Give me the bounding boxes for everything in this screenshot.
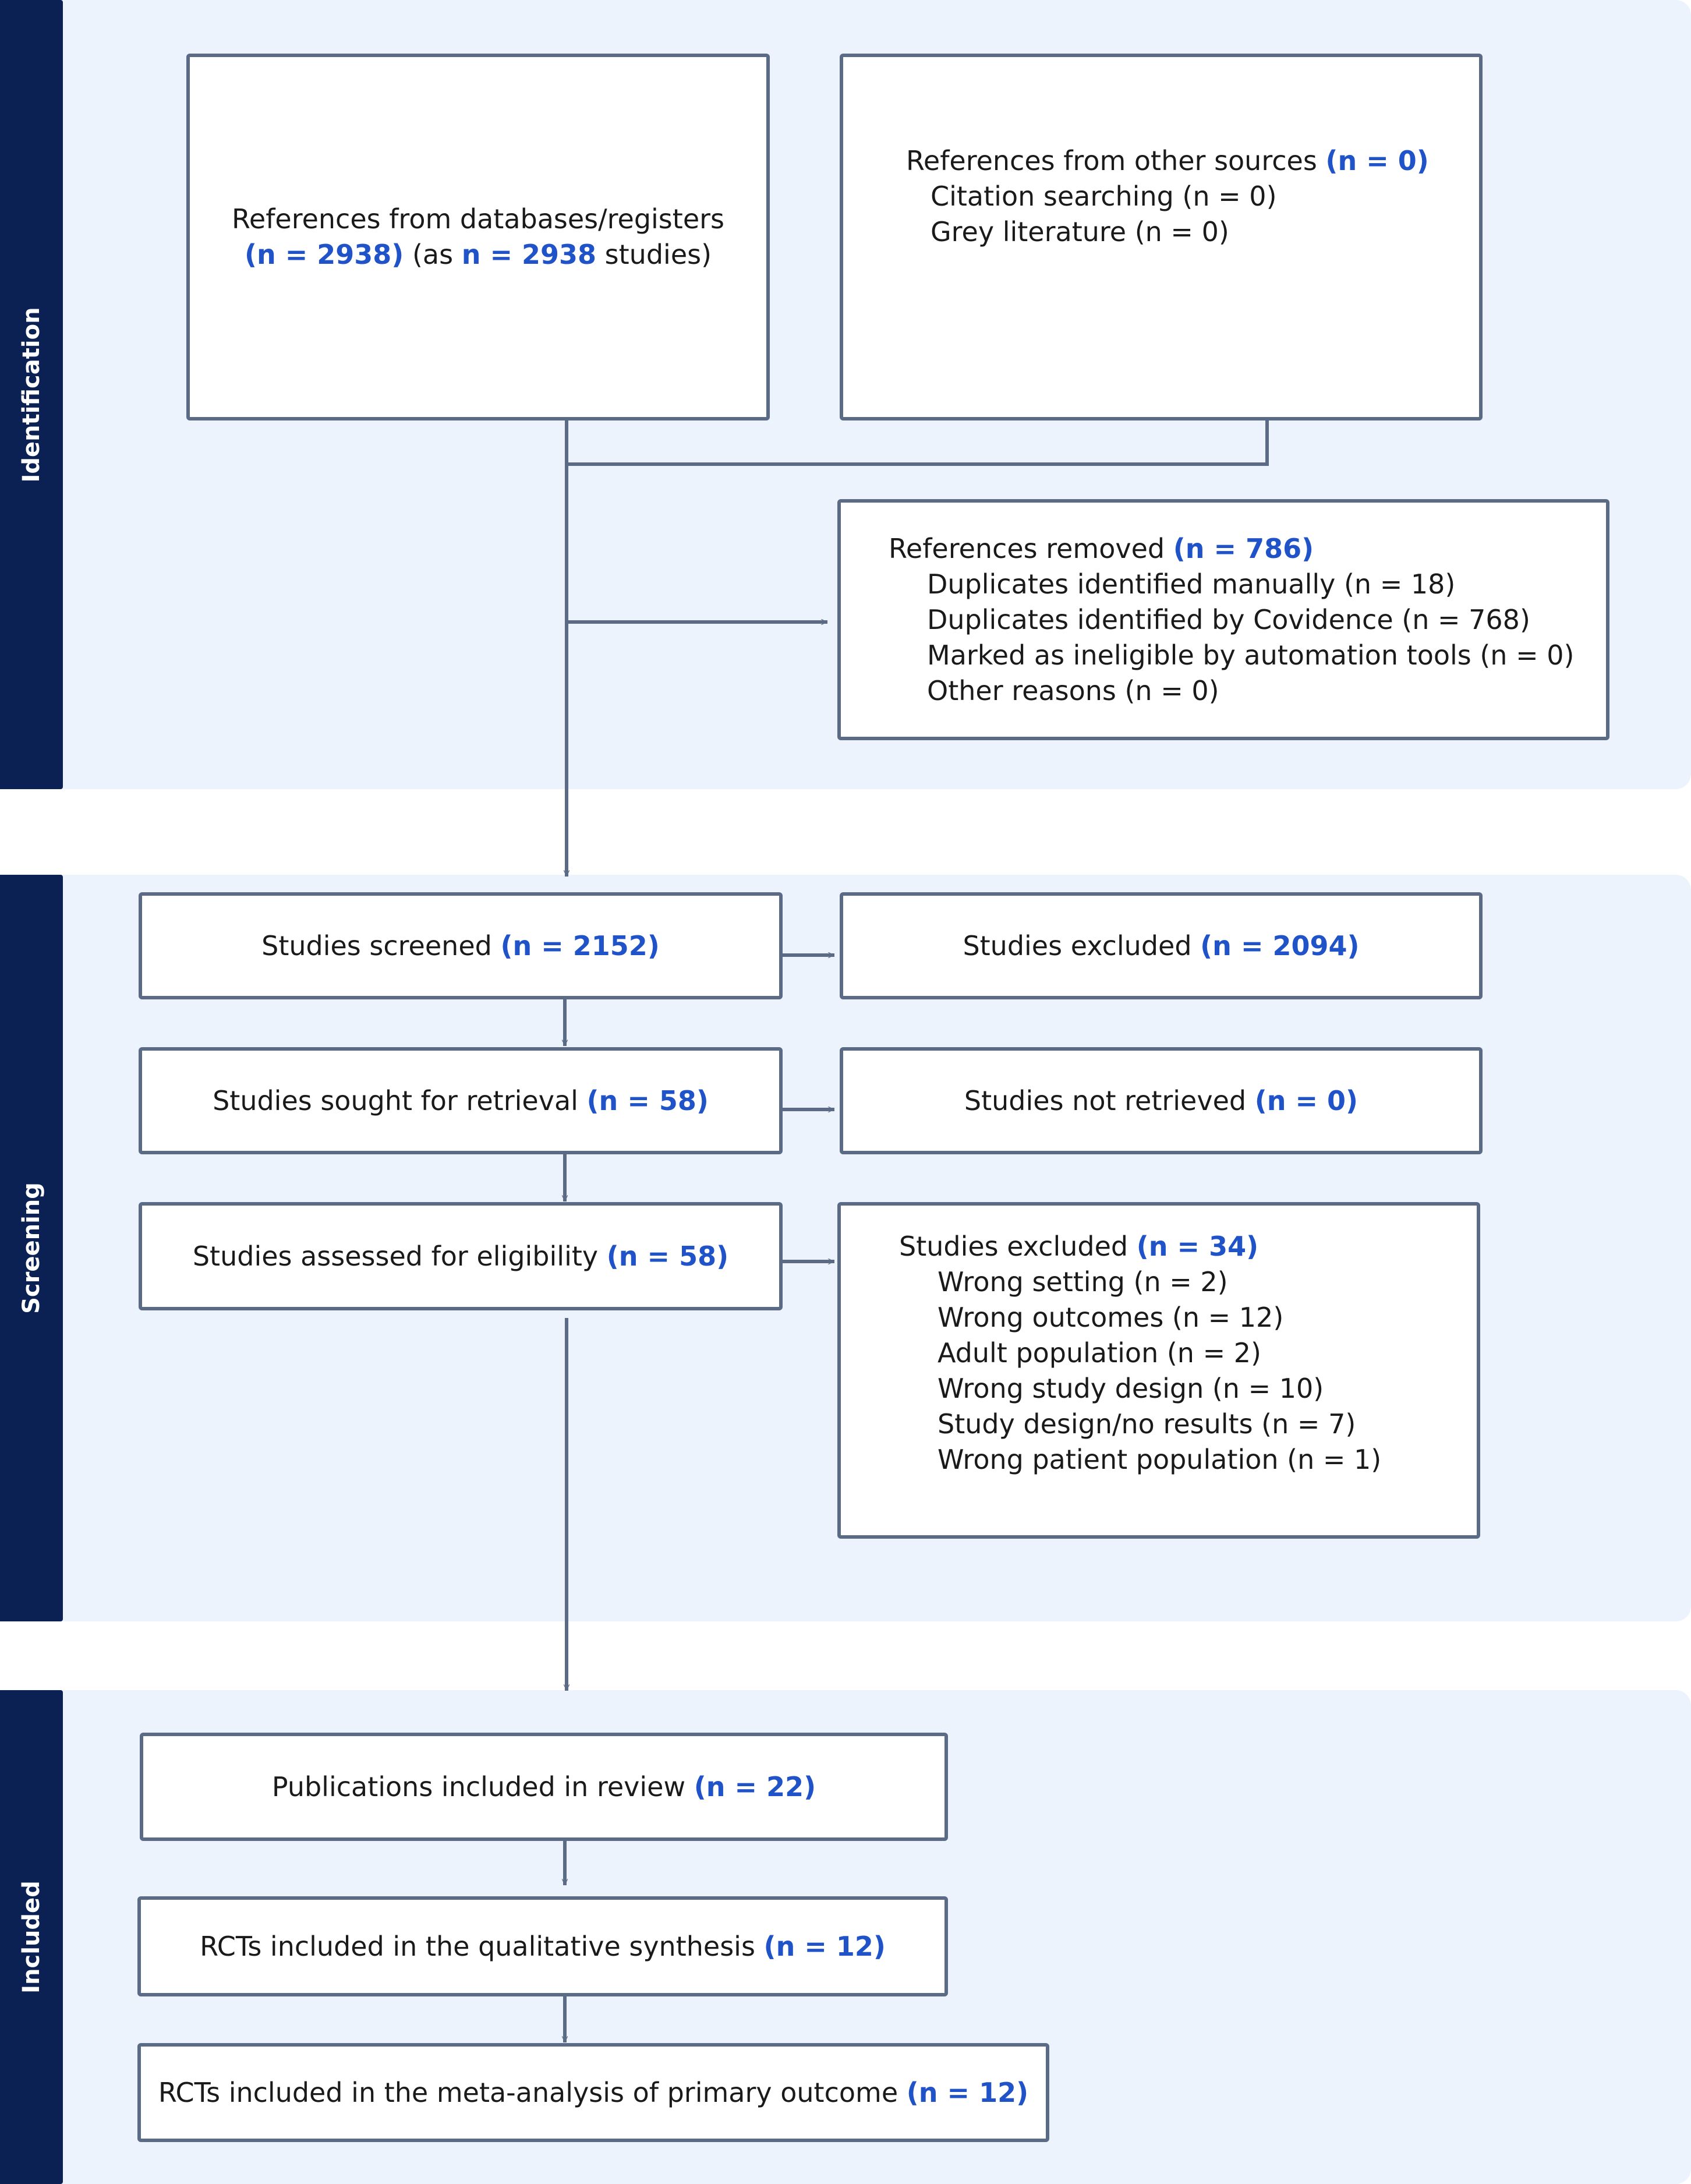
not-retrieved-label: Studies not retrieved <box>964 1084 1255 1116</box>
assessed-label: Studies assessed for eligibility <box>192 1240 607 1272</box>
excluded-screening-count: (n = 2094) <box>1200 930 1360 962</box>
screened-count: (n = 2152) <box>500 930 660 962</box>
removed-title: References removed (n = 786) <box>889 531 1606 567</box>
meta-analysis-line: RCTs included in the meta-analysis of pr… <box>158 2075 1028 2111</box>
excluded-reason-item: Adult population (n = 2) <box>938 1337 1261 1369</box>
not-retrieved-line: Studies not retrieved (n = 0) <box>964 1083 1358 1119</box>
screening-phase-bar: Screening <box>0 875 63 1621</box>
publications-box: Publications included in review (n = 22) <box>140 1733 948 1841</box>
databases-studies-count: n = 2938 <box>461 239 597 270</box>
publications-line: Publications included in review (n = 22) <box>272 1769 816 1805</box>
excluded-fulltext-box: Studies excluded (n = 34) Wrong setting … <box>837 1202 1480 1539</box>
other-sources-title-text: References from other sources <box>906 144 1326 176</box>
meta-analysis-count: (n = 12) <box>906 2076 1029 2108</box>
publications-count: (n = 22) <box>694 1770 816 1803</box>
excluded-reason-item: Wrong study design (n = 10) <box>938 1372 1324 1404</box>
not-retrieved-box: Studies not retrieved (n = 0) <box>840 1047 1483 1154</box>
qualitative-count: (n = 12) <box>763 1930 886 1962</box>
qualitative-box: RCTs included in the qualitative synthes… <box>137 1896 948 1996</box>
meta-analysis-box: RCTs included in the meta-analysis of pr… <box>137 2043 1049 2142</box>
screened-label: Studies screened <box>261 930 501 962</box>
excluded-reason-item: Wrong setting (n = 2) <box>938 1266 1228 1298</box>
publications-label: Publications included in review <box>271 1770 694 1803</box>
sought-count: (n = 58) <box>586 1084 709 1116</box>
excluded-fulltext-count: (n = 34) <box>1136 1230 1259 1262</box>
databases-count: (n = 2938) <box>244 239 404 270</box>
other-sources-item: Grey literature (n = 0) <box>931 215 1229 248</box>
other-sources-count: (n = 0) <box>1325 144 1429 176</box>
excluded-screening-label: Studies excluded <box>963 930 1201 962</box>
databases-end: studies) <box>596 239 712 270</box>
other-sources-item: Citation searching (n = 0) <box>931 180 1277 212</box>
assessed-line: Studies assessed for eligibility (n = 58… <box>193 1239 728 1274</box>
identification-phase-bar: Identification <box>0 0 63 789</box>
assessed-count: (n = 58) <box>606 1240 729 1272</box>
removed-box: References removed (n = 786) Duplicates … <box>837 499 1609 740</box>
excluded-reason-item: Wrong patient population (n = 1) <box>938 1443 1382 1475</box>
excluded-screening-line: Studies excluded (n = 2094) <box>963 928 1359 964</box>
screened-box: Studies screened (n = 2152) <box>139 892 783 999</box>
excluded-fulltext-title: Studies excluded (n = 34) <box>899 1229 1477 1264</box>
other-sources-title: References from other sources (n = 0) <box>906 143 1479 179</box>
removed-item: Duplicates identified manually (n = 18) <box>927 568 1456 600</box>
excluded-reason-item: Study design/no results (n = 7) <box>938 1408 1356 1440</box>
removed-item: Marked as ineligible by automation tools… <box>927 639 1575 671</box>
excluded-reason-item: Wrong outcomes (n = 12) <box>938 1301 1284 1333</box>
meta-analysis-label: RCTs included in the meta-analysis of pr… <box>158 2076 907 2108</box>
removed-item: Duplicates identified by Covidence (n = … <box>927 603 1530 635</box>
databases-box: References from databases/registers (n =… <box>186 54 770 420</box>
removed-count: (n = 786) <box>1173 532 1314 564</box>
sought-line: Studies sought for retrieval (n = 58) <box>213 1083 709 1119</box>
not-retrieved-count: (n = 0) <box>1254 1084 1359 1116</box>
other-sources-box: References from other sources (n = 0) Ci… <box>840 54 1483 420</box>
sought-label: Studies sought for retrieval <box>213 1084 587 1116</box>
excluded-screening-box: Studies excluded (n = 2094) <box>840 892 1483 999</box>
screened-line: Studies screened (n = 2152) <box>261 928 660 964</box>
databases-line1: References from databases/registers <box>232 203 724 235</box>
removed-title-text: References removed <box>889 532 1173 564</box>
included-phase-bar: Included <box>0 1690 63 2184</box>
databases-mid: (as <box>404 239 462 270</box>
databases-line2: (n = 2938) (as n = 2938 studies) <box>245 237 712 273</box>
sought-box: Studies sought for retrieval (n = 58) <box>139 1047 783 1154</box>
qualitative-label: RCTs included in the qualitative synthes… <box>200 1930 764 1962</box>
qualitative-line: RCTs included in the qualitative synthes… <box>200 1929 886 1964</box>
removed-item: Other reasons (n = 0) <box>927 674 1219 706</box>
connector-other-sources-merge <box>565 418 1269 466</box>
excluded-fulltext-title-text: Studies excluded <box>899 1230 1137 1262</box>
assessed-box: Studies assessed for eligibility (n = 58… <box>139 1202 783 1310</box>
